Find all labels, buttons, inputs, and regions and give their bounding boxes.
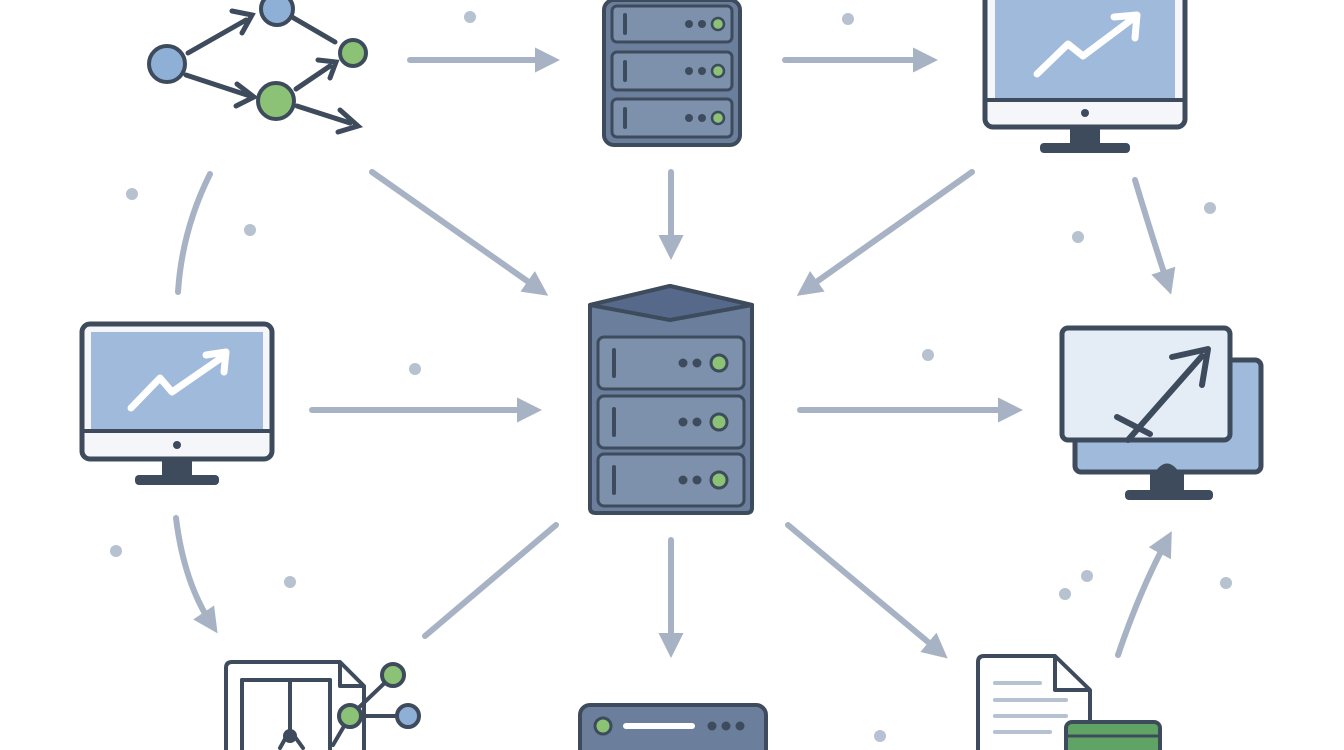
document-network-icon: [224, 660, 421, 750]
background-dots: [110, 11, 1232, 742]
central-server-icon: [588, 284, 754, 515]
arrow-graph-to-central-server: [369, 169, 549, 296]
curved-line-graph-to-left-monitor: [175, 171, 213, 295]
curved-arrow-top-monitor-to-right-monitor: [1132, 177, 1176, 295]
dual-monitor-arrow-icon: [1059, 325, 1264, 500]
graph-network-icon: [147, 0, 368, 135]
arrow-top-monitor-to-central-server: [796, 169, 975, 296]
server-unit-icon: [578, 703, 768, 750]
left-monitor-icon: [79, 321, 275, 485]
line-central-server-to-bottom-left-document: [422, 522, 559, 639]
connectors: [173, 47, 1176, 659]
arrow-central-server-to-bottom-right-document: [785, 522, 948, 659]
document-icon: [976, 654, 1162, 750]
top-monitor-icon: [982, 0, 1188, 153]
server-rack-icon: [602, 0, 742, 147]
curved-arrow-left-monitor-to-bottom-left-document: [173, 515, 218, 634]
curved-arrow-bottom-right-document-to-right-monitor: [1115, 531, 1172, 658]
